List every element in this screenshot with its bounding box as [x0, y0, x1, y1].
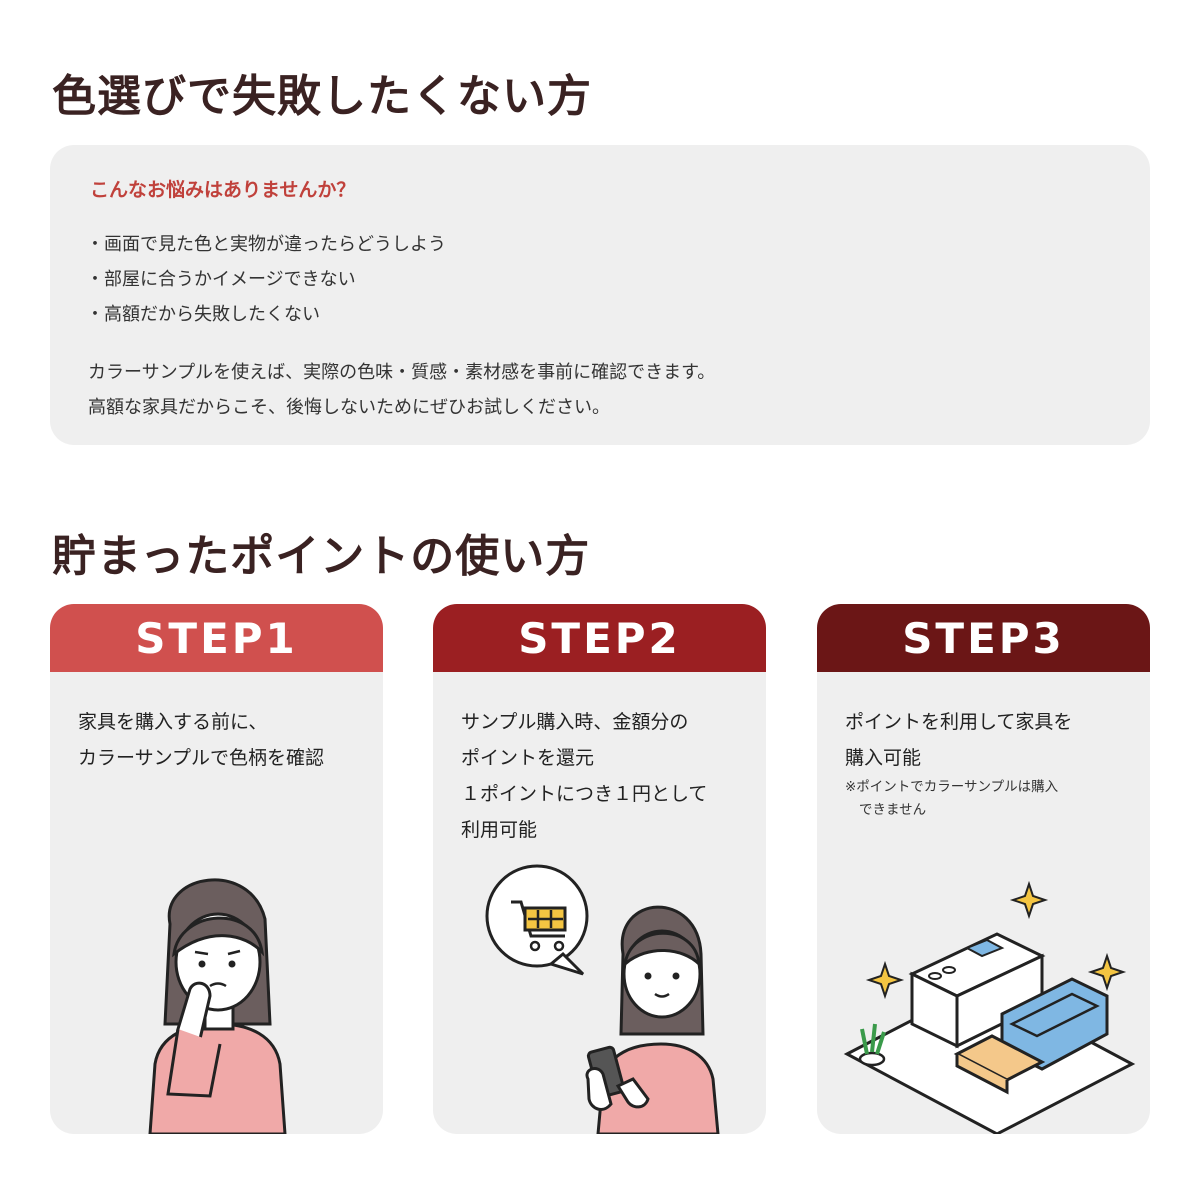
step-description: ポイントを利用して家具を 購入可能 ※ポイントでカラーサンプルは購入 できません	[845, 704, 1134, 822]
furnished-room-icon	[843, 880, 1136, 1134]
step-text-line: 家具を購入する前に、	[78, 711, 268, 733]
concerns-list: ・画面で見た色と実物が違ったらどうしよう ・部屋に合うかイメージできない ・高額…	[86, 227, 446, 332]
description-line: 高額な家具だからこそ、後悔しないためにぜひお試しください。	[88, 397, 610, 418]
step-card-3: STEP3 ポイントを利用して家具を 購入可能 ※ポイントでカラーサンプルは購入…	[817, 604, 1150, 1134]
step-text-line: ポイントを還元	[461, 747, 595, 769]
concerns-box: こんなお悩みはありませんか？ ・画面で見た色と実物が違ったらどうしよう ・部屋に…	[50, 145, 1150, 445]
step-text-line: 利用可能	[461, 819, 538, 841]
list-item: ・部屋に合うかイメージできない	[86, 269, 356, 290]
step-text-line: 購入可能	[845, 747, 922, 769]
step-text-line: ポイントを利用して家具を	[845, 711, 1073, 733]
shopping-cart-bubble-icon	[485, 864, 589, 976]
step-label: STEP1	[50, 604, 383, 672]
concerns-description: カラーサンプルを使えば、実際の色味・質感・素材感を事前に確認できます。 高額な家…	[88, 355, 715, 425]
woman-shopping-phone-icon	[485, 864, 720, 1134]
thinking-woman-icon	[148, 878, 287, 1134]
step-note-line: ※ポイントでカラーサンプルは購入	[845, 779, 1059, 795]
step-label: STEP3	[817, 604, 1150, 672]
step-description: 家具を購入する前に、 カラーサンプルで色柄を確認	[78, 704, 367, 776]
concerns-heading: こんなお悩みはありませんか？	[90, 179, 356, 201]
section-title-color-choice: 色選びで失敗したくない方	[52, 71, 592, 122]
step-text-line: サンプル購入時、金額分の	[461, 711, 689, 733]
description-line: カラーサンプルを使えば、実際の色味・質感・素材感を事前に確認できます。	[88, 362, 716, 383]
step-card-2: STEP2 サンプル購入時、金額分の ポイントを還元 １ポイントにつき１円として…	[433, 604, 766, 1134]
step-label: STEP2	[433, 604, 766, 672]
step-text-line: カラーサンプルで色柄を確認	[78, 747, 325, 769]
step-description: サンプル購入時、金額分の ポイントを還元 １ポイントにつき１円として 利用可能	[461, 704, 750, 848]
step-note-line: できません	[859, 802, 927, 818]
list-item: ・高額だから失敗したくない	[86, 304, 320, 325]
step-text-line: １ポイントにつき１円として	[461, 783, 708, 805]
step-card-1: STEP1 家具を購入する前に、 カラーサンプルで色柄を確認	[50, 604, 383, 1134]
list-item: ・画面で見た色と実物が違ったらどうしよう	[86, 234, 446, 255]
section-title-points-usage: 貯まったポイントの使い方	[52, 531, 591, 582]
